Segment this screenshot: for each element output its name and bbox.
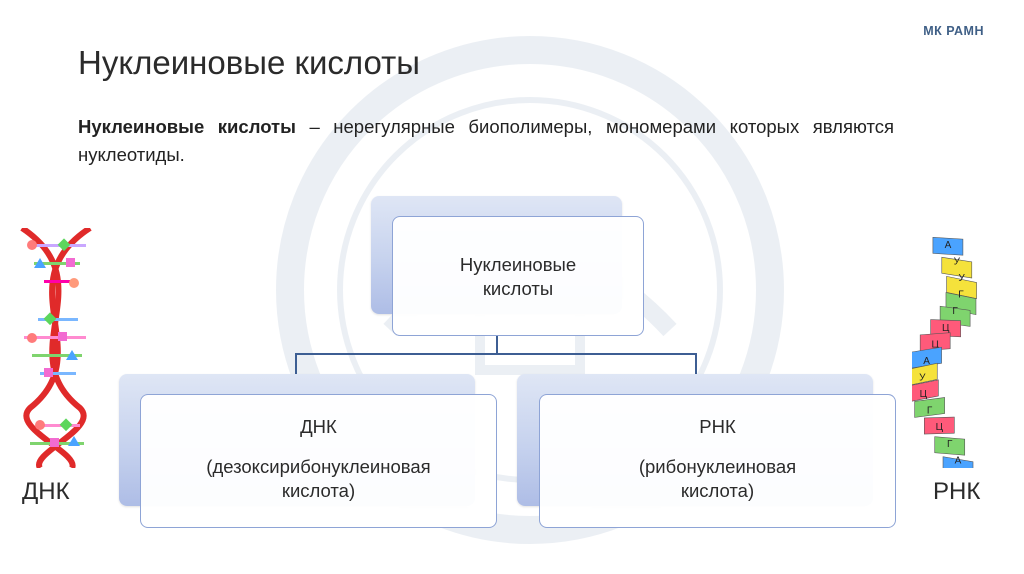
rna-base-letter: А: [923, 356, 930, 367]
rna-base-segment: [941, 256, 973, 279]
root-node: Нуклеиновые кислоты: [392, 216, 644, 336]
connector-vertical-left: [295, 353, 297, 375]
rna-base-letter: Г: [952, 306, 958, 317]
rna-base-segment: [934, 436, 966, 456]
definition-term: Нуклеиновые кислоты: [78, 116, 296, 137]
rna-node-title: РНК: [699, 416, 736, 437]
root-node-line1: Нуклеиновые: [459, 254, 577, 275]
rna-base-segment: [914, 397, 945, 418]
root-node-line2: кислоты: [482, 278, 554, 299]
rna-base-letter: У: [954, 257, 961, 268]
rna-base-letter: Г: [958, 290, 964, 301]
rna-base-segment: [924, 416, 955, 435]
rna-base-letter: Г: [947, 439, 953, 450]
dna-base-pairs: [24, 238, 86, 447]
dna-label: ДНК: [22, 478, 70, 505]
rna-base-segment: [912, 362, 938, 386]
rna-base-letter: Ц: [942, 323, 950, 334]
dna-node-line1: (дезоксирибонуклеиновая: [206, 456, 431, 477]
rna-base-letter: У: [919, 373, 926, 384]
definition-text: Нуклеиновые кислоты – нерегулярные биопо…: [78, 113, 894, 169]
connector-vertical-root: [496, 336, 498, 354]
rna-node-line1: (рибонуклеиновая: [638, 456, 797, 477]
connector-horizontal: [295, 353, 697, 355]
rna-base-letter: Г: [927, 406, 933, 417]
rna-base-segment: [912, 379, 939, 403]
dna-helix-illustration: [20, 228, 92, 468]
rna-base-letter: Ц: [920, 389, 928, 400]
definition-rest: – нерегулярные биополимеры, мономерами к…: [78, 116, 894, 165]
brand-logo-text: МК РАМН: [923, 24, 984, 38]
dna-node-line2: кислота): [281, 480, 356, 501]
rna-base-letter: Ц: [931, 339, 939, 350]
page-title: Нуклеиновые кислоты: [78, 44, 420, 81]
rna-base-letter: У: [958, 273, 965, 284]
rna-base-letter: А: [945, 240, 952, 251]
rna-label: РНК: [933, 478, 981, 505]
dna-node: ДНК (дезоксирибонуклеиновая кислота): [140, 394, 497, 528]
rna-base-segment: [932, 236, 964, 256]
rna-node-line2: кислота): [680, 480, 755, 501]
rna-base-letter: Ц: [936, 422, 944, 433]
rna-node: РНК (рибонуклеиновая кислота): [539, 394, 896, 528]
connector-vertical-right: [695, 353, 697, 375]
rna-base-letter: А: [955, 455, 962, 466]
rna-base-segment: [942, 456, 974, 468]
dna-node-title: ДНК: [300, 416, 337, 437]
